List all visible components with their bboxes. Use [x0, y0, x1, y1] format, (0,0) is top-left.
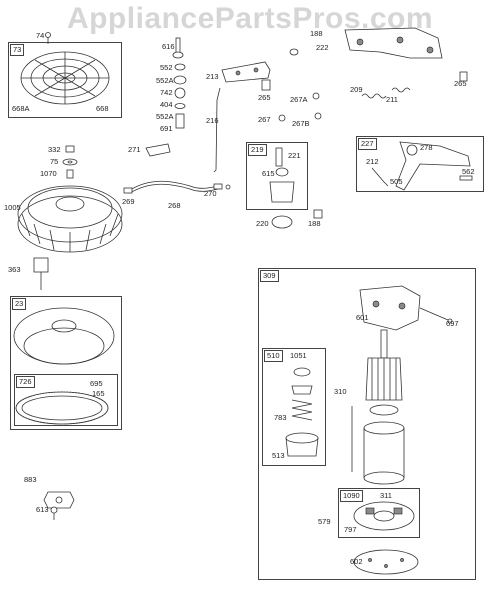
group-box-219: [246, 142, 308, 210]
label-691: 691: [160, 124, 173, 133]
label-552: 552: [160, 63, 173, 72]
label-363: 363: [8, 265, 21, 274]
spring-209-icon: [361, 93, 387, 99]
label-510: 510: [264, 350, 283, 362]
label-1090: 1090: [340, 490, 363, 502]
group-box-726: [14, 374, 118, 426]
label-310: 310: [334, 387, 347, 396]
group-box-23: [10, 296, 122, 430]
label-267b: 267B: [292, 119, 310, 128]
label-222: 222: [316, 43, 329, 52]
group-box-227: [356, 136, 484, 192]
group-box-73: [8, 42, 122, 118]
throttle-cable-icon: [123, 143, 231, 194]
label-271: 271: [128, 145, 141, 154]
armature-icon: [365, 329, 403, 416]
label-265: 265: [258, 93, 271, 102]
backplate-23-icon: [13, 307, 115, 365]
label-602: 602: [350, 557, 363, 566]
label-562: 562: [462, 167, 475, 176]
label-505: 505: [390, 177, 403, 186]
label-216: 216: [206, 116, 219, 125]
label-668: 668: [96, 104, 109, 113]
label-1051: 1051: [290, 351, 307, 360]
flywheel-fan-1005-icon: [17, 185, 123, 253]
label-883: 883: [24, 475, 37, 484]
label-278: 278: [420, 143, 433, 152]
link-rod-216-icon: [213, 87, 221, 173]
label-404: 404: [160, 100, 173, 109]
label-267a: 267A: [290, 95, 308, 104]
label-74: 74: [36, 31, 45, 40]
blower-screen-73-icon: [20, 51, 110, 105]
label-601: 601: [356, 313, 369, 322]
clamp-363-icon: [33, 257, 49, 290]
spring-211-icon: [391, 87, 411, 93]
part-265b-icon: [459, 71, 468, 82]
part-265-icon: [261, 79, 271, 91]
label-268: 268: [168, 201, 181, 210]
label-23: 23: [12, 298, 27, 310]
label-783: 783: [274, 413, 287, 422]
drive-parts-510-icon: [285, 367, 319, 457]
bracket-assembly-227-icon: [371, 141, 473, 191]
bracket-213-icon: [221, 61, 271, 83]
label-579: 579: [318, 517, 331, 526]
nut-washer-icon: [62, 145, 78, 179]
label-616: 616: [162, 42, 175, 51]
ring-gear-726-icon: [15, 391, 109, 425]
gear-assembly-219-icon: [269, 48, 323, 229]
label-209: 209: [350, 85, 363, 94]
label-267: 267: [258, 115, 271, 124]
label-211: 211: [386, 95, 398, 104]
label-668a: 668A: [12, 104, 30, 113]
label-188-2: 188: [308, 219, 321, 228]
label-1070: 1070: [40, 169, 57, 178]
screw-74-icon: [45, 32, 51, 44]
label-1005: 1005: [4, 203, 21, 212]
label-309: 309: [260, 270, 279, 282]
brush-plate-1090-icon: [353, 501, 415, 531]
label-165: 165: [92, 389, 105, 398]
label-332: 332: [48, 145, 61, 154]
label-213: 213: [206, 72, 219, 81]
group-box-510: [262, 348, 326, 466]
label-695: 695: [90, 379, 103, 388]
label-73: 73: [10, 44, 25, 56]
label-797: 797: [344, 525, 357, 534]
label-188: 188: [310, 29, 323, 38]
label-552a: 552A: [156, 76, 174, 85]
label-75: 75: [50, 157, 59, 166]
label-613: 613: [36, 505, 49, 514]
label-615: 615: [262, 169, 275, 178]
label-697: 697: [446, 319, 459, 328]
starter-bracket-601-icon: [359, 285, 453, 331]
label-221: 221: [288, 151, 301, 160]
governor-parts-icon: [172, 37, 187, 129]
label-270: 270: [204, 189, 217, 198]
part-267b-icon: [314, 112, 322, 120]
motor-housing-icon: [363, 421, 405, 485]
label-219: 219: [248, 144, 267, 156]
gasket-883-icon: [43, 491, 75, 520]
label-552a-2: 552A: [156, 112, 174, 121]
group-box-1090: [338, 488, 420, 538]
label-726: 726: [16, 376, 35, 388]
group-box-309: [258, 268, 476, 580]
label-220: 220: [256, 219, 269, 228]
label-227: 227: [358, 138, 377, 150]
label-311: 311: [380, 491, 392, 500]
label-212: 212: [366, 157, 379, 166]
part-267a-icon: [312, 92, 320, 100]
label-265-2: 265: [454, 79, 467, 88]
part-267-icon: [278, 114, 286, 122]
end-cap-602-icon: [353, 549, 419, 575]
bracket-222-icon: [344, 27, 443, 59]
label-742: 742: [160, 88, 173, 97]
label-269: 269: [122, 197, 135, 206]
label-513: 513: [272, 451, 285, 460]
